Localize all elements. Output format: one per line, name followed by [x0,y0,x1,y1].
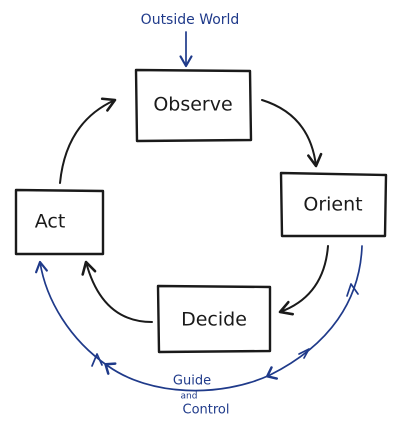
orient-label: Orient [303,194,362,216]
control-label: Control [183,403,230,418]
observe-label: Observe [153,94,232,116]
guide-and-control-arrow [35,245,363,392]
guide-arrow-tick-3 [91,353,103,367]
observe-to-orient-arrow [261,99,323,168]
orient-node: Orient [279,171,388,238]
guide-arrow-tick-1 [346,283,359,297]
act-label: Act [35,211,66,233]
guide-label: Guide [173,374,211,389]
decide-label: Decide [181,309,247,331]
decide-node: Decide [156,284,272,354]
and-label: and [181,392,198,402]
decide-to-act-arrow [81,260,153,323]
observe-node: Observe [134,68,253,143]
act-to-observe-arrow [59,97,117,184]
act-node: Act [14,188,105,256]
guide-arrow-tick-2 [298,348,310,359]
orient-to-decide-arrow [278,245,329,316]
outside-world-label: Outside World [141,12,240,28]
